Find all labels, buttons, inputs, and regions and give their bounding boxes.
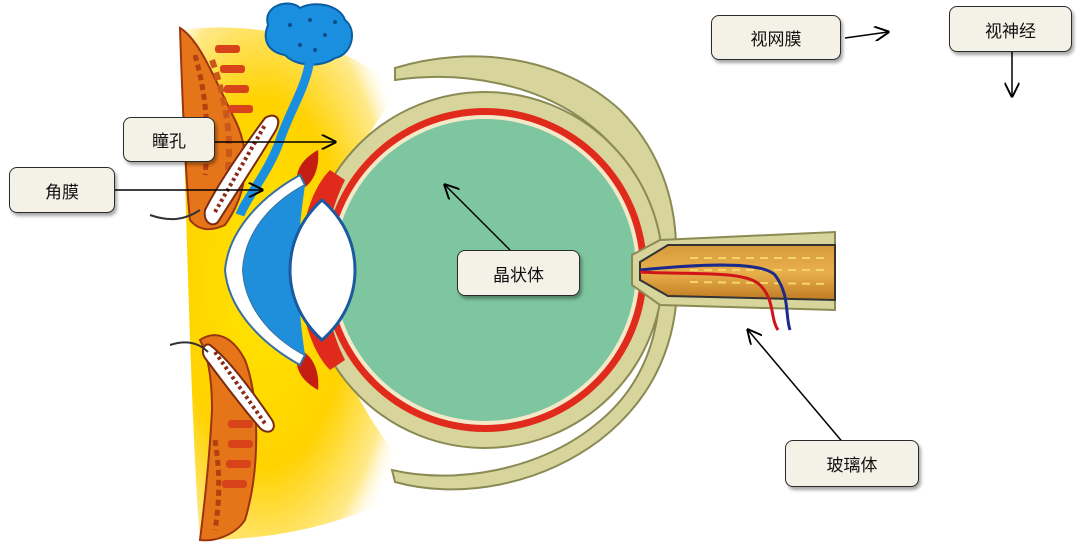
arrow-vitreous xyxy=(748,330,846,446)
callout-arrows xyxy=(115,32,1012,446)
label-cornea: 角膜 xyxy=(9,167,115,213)
label-pupil: 瞳孔 xyxy=(123,117,215,162)
arrow-retina xyxy=(844,32,888,38)
label-retina: 视网膜 xyxy=(711,15,841,60)
anterior-chamber xyxy=(243,185,305,355)
lens-shape xyxy=(288,197,357,343)
lower-eyelid xyxy=(169,334,275,542)
optic-nerve xyxy=(631,230,836,331)
label-lens: 晶状体 xyxy=(457,250,580,296)
arrow-lens xyxy=(445,185,511,251)
lacrimal-gland xyxy=(235,2,354,217)
upper-eyelid xyxy=(149,26,280,231)
label-vitreous: 玻璃体 xyxy=(785,440,919,487)
label-optic-nerve: 视神经 xyxy=(949,6,1072,52)
